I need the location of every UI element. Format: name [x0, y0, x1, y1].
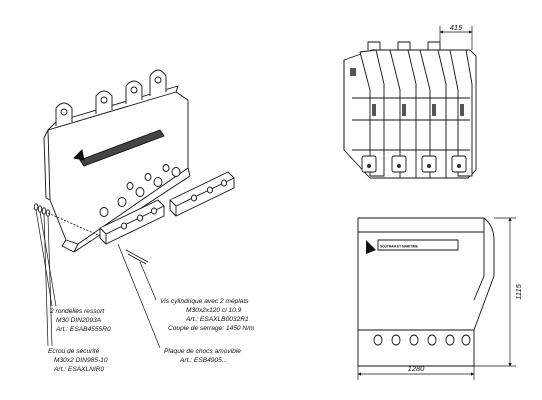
dimension-height-value: 1115	[514, 283, 523, 299]
callout-screw: Vis cylindrique avec 2 méplats M30x2x120…	[160, 298, 255, 332]
washers-line-2: M30 DIN2093A	[56, 317, 102, 324]
washers-line-1: 2 rondelles ressort	[49, 308, 105, 315]
dimension-bottom-width-value: 1280	[408, 364, 426, 373]
dimension-height	[474, 217, 516, 367]
callout-washers: 2 rondelles ressort M30 DIN2093A Art.: E…	[49, 308, 111, 333]
dimension-bottom-width	[357, 366, 475, 380]
nut-line-1: Ecrou de sécurité	[48, 348, 100, 355]
callout-nut: Ecrou de sécurité M30x2 DIN985-10 Art.: …	[48, 348, 108, 373]
leader-lines	[35, 209, 161, 349]
dimension-top-width	[439, 26, 473, 50]
wear-plate-line-1: Plaque de chocs amovible	[164, 348, 241, 355]
washers-line-3: Art.: ESAB4555R0	[55, 326, 111, 333]
removable-wear-plates	[99, 171, 235, 265]
rear-isometric-view	[343, 41, 477, 179]
dimension-top-width-value: 415	[450, 23, 463, 32]
screw-line-1: Vis cylindrique avec 2 méplats	[160, 298, 249, 305]
front-elevation-view	[357, 217, 495, 367]
isometric-assembly-view	[43, 69, 191, 253]
logo-text: SOUTRAM ET MARITIME	[380, 245, 418, 249]
callout-wear-plate: Plaque de chocs amovible Art.: ESB4905..…	[164, 348, 241, 364]
nut-line-3: Art.: ESAXLNIR0	[53, 366, 105, 373]
nut-line-2: M30x2 DIN985-10	[54, 357, 108, 364]
screw-line-3: Art.: ESAXLB0032R1	[185, 316, 249, 323]
screw-line-4: Couple de serrage: 1450 N/m	[168, 325, 255, 332]
screw-line-2: M30x2x120 cl 10.9	[186, 307, 242, 314]
wear-plate-line-2: Art.: ESB4905...	[179, 357, 227, 364]
